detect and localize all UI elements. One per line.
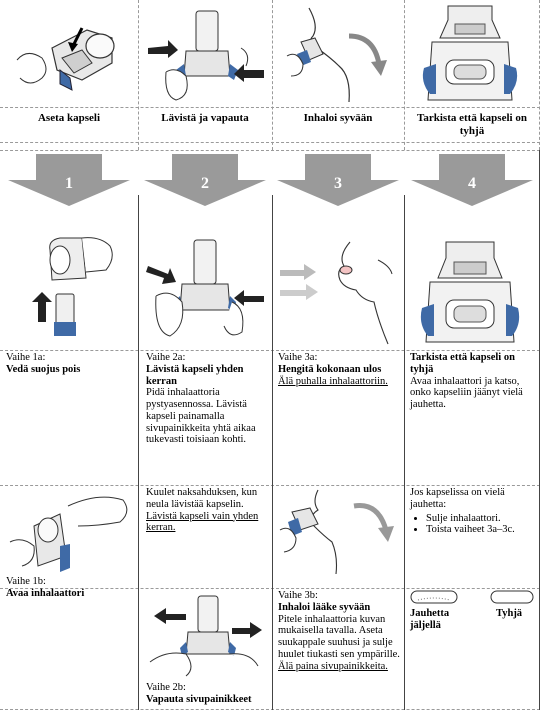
step-1a-title: Vedä suojus pois [6, 363, 81, 375]
step-2a-warning: Lävistä kapseli vain yhden kerran. [146, 510, 259, 534]
step-arrow-4: 4 [411, 154, 533, 206]
step-2a-label: Vaihe 2a: [146, 352, 186, 363]
empty-capsule-icon [490, 590, 534, 604]
step-3b-warning: Älä paina sivupainikkeita. [278, 660, 388, 672]
step-2b-title: Vapauta sivupainikkeet [146, 693, 252, 705]
step-3a-title: Hengitä kokonaan ulos [278, 363, 382, 375]
inhale-illustration [286, 7, 387, 103]
step-arrow-3: 3 [277, 154, 399, 206]
step-1b-label: Vaihe 1b: [6, 576, 46, 587]
step-number-2: 2 [201, 175, 209, 192]
step-4-bullet: Sulje inhalaattori. [426, 513, 538, 525]
step-number-1: 1 [65, 175, 73, 192]
pull-cap-illustration [32, 237, 113, 336]
capsule-with-powder-icon [410, 590, 458, 604]
powder-remaining-caption: Jauhetta jäljellä [410, 608, 450, 631]
release-buttons-illustration [149, 595, 262, 677]
step-number-3: 3 [334, 175, 342, 192]
step-number-4: 4 [468, 175, 476, 192]
step-2a-more: Kuulet naksahduksen, kun neula lävistää … [146, 487, 258, 510]
step-4-title: Tarkista että kapseli on tyhjä [410, 352, 515, 375]
step-3a-warning: Älä puhalla inhalaattoriin. [278, 375, 388, 387]
step-4-bullet-list: Sulje inhalaattori. Toista vaiheet 3a–3c… [410, 513, 538, 537]
step-arrow-2: 2 [144, 154, 266, 206]
step-1a-label: Vaihe 1a: [6, 352, 46, 363]
check-capsule-illustration [422, 5, 518, 101]
caption-pierce-release: Lävistä ja vapauta [161, 112, 249, 124]
step-3b-body: Pitele inhalaattoria kuvan mukaisella ta… [278, 613, 400, 660]
step-3a-label: Vaihe 3a: [278, 352, 318, 363]
pierce-capsule-illustration [146, 239, 264, 337]
step-4-bullet: Toista vaiheet 3a–3c. [426, 524, 538, 536]
insert-capsule-illustration [16, 27, 115, 91]
caption-insert-capsule: Aseta kapseli [37, 112, 101, 124]
step-arrow-1: 1 [8, 154, 130, 206]
step-1b-title: Avaa inhalaattori [6, 587, 85, 599]
step-2a-title: Lävistä kapseli yhden kerran [146, 363, 244, 387]
step-2b-label: Vaihe 2b: [146, 682, 186, 693]
step-4-more-intro: Jos kapselissa on vielä jauhetta: [410, 487, 505, 510]
caption-inhale: Inhaloi syvään [303, 112, 373, 124]
empty-caption: Tyhjä [496, 608, 523, 619]
step-2a-body: Pidä inhalaattoria pystyasennossa. Lävis… [146, 387, 256, 446]
step-3b-label: Vaihe 3b: [278, 590, 318, 601]
check-empty-illustration [420, 241, 520, 343]
step-3b-title: Inhaloi lääke syvään [278, 601, 371, 613]
pierce-release-illustration [148, 10, 264, 101]
open-inhaler-illustration [9, 496, 128, 572]
exhale-illustration [280, 241, 393, 345]
inhale-deeply-illustration [279, 489, 394, 575]
caption-check-empty: Tarkista että kapseli on tyhjä [417, 112, 527, 137]
step-4-body: Avaa inhalaattori ja katso, onko kapseli… [410, 375, 523, 411]
